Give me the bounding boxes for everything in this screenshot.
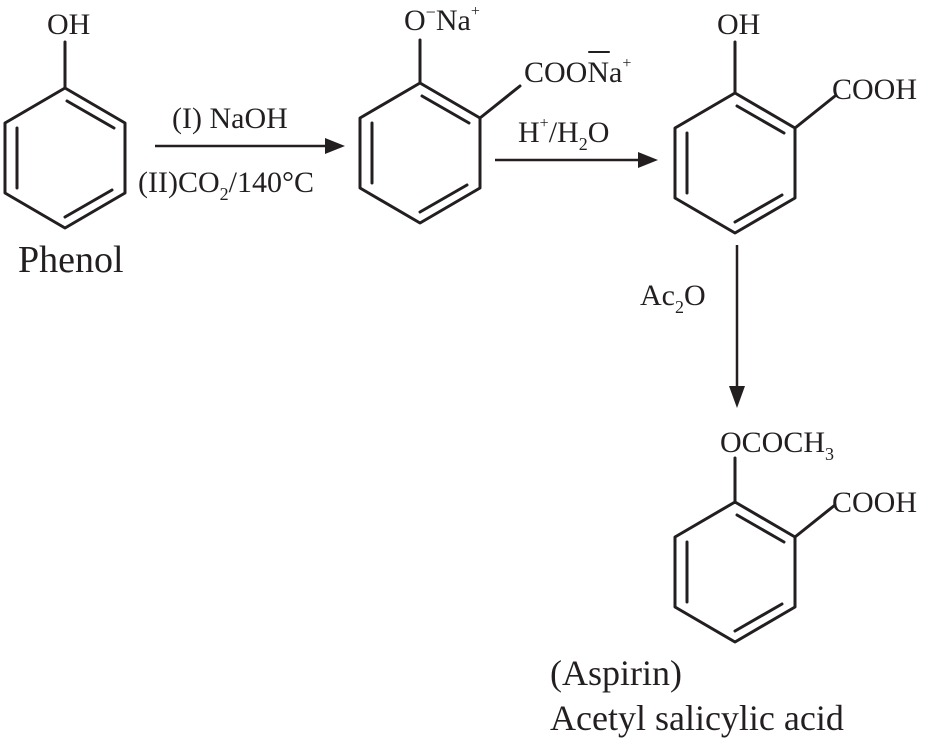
salicylic-cooh-bond xyxy=(793,94,837,130)
step1-reagent-line1: (I) NaOH xyxy=(172,102,288,135)
phenol-ring xyxy=(3,86,127,230)
phenol-structure: OH Phenol xyxy=(3,8,127,281)
step2-reagent: H+/H2O xyxy=(518,115,609,154)
aspirin-double-bond xyxy=(733,602,784,633)
step3-arrow-head xyxy=(729,386,745,408)
step2-arrow: H+/H2O xyxy=(495,115,658,168)
step1-reagent-line2: (II)CO2/140°C xyxy=(138,166,314,204)
phenol-double-bond xyxy=(65,99,116,130)
salt-carboxylate-label: COONa+ xyxy=(524,55,631,89)
aspirin-cooh-bond xyxy=(793,503,837,539)
salt-double-bond xyxy=(418,183,469,214)
salt-phenoxide-label: O−Na+ xyxy=(404,2,480,37)
step2-arrow-head xyxy=(638,152,658,168)
aspirin-structure: OCOCH3 COOH (Aspirin) Acetyl salicylic a… xyxy=(550,426,917,738)
phenol-double-bond xyxy=(63,188,114,219)
step3-reagent: Ac2O xyxy=(640,279,706,317)
aspirin-name-line1: (Aspirin) xyxy=(550,653,682,693)
aspirin-double-bond xyxy=(735,513,786,544)
aspirin-cooh-label: COOH xyxy=(832,486,917,519)
step1-arrow: (I) NaOH (II)CO2/140°C xyxy=(138,102,345,204)
sodium-salicylate-structure: O−Na+ COONa+ xyxy=(358,2,631,225)
salicylic-double-bond xyxy=(733,193,784,224)
salicylic-acid-structure: OH COOH xyxy=(673,8,917,235)
salt-ring xyxy=(358,81,482,225)
step1-arrow-head xyxy=(325,138,345,154)
salicylic-ring xyxy=(673,91,797,235)
aspirin-ring xyxy=(673,500,797,644)
phenol-oh-label: OH xyxy=(47,8,90,41)
salicylic-cooh-label: COOH xyxy=(832,73,917,106)
salicylic-double-bond xyxy=(735,104,786,135)
aspirin-ester-label: OCOCH3 xyxy=(720,426,834,464)
salt-carboxylate-bond xyxy=(478,84,522,120)
step3-arrow: Ac2O xyxy=(640,245,745,408)
salt-double-bond xyxy=(420,94,471,125)
phenol-name: Phenol xyxy=(18,239,124,281)
aspirin-name-line2: Acetyl salicylic acid xyxy=(550,698,844,738)
salicylic-oh-label: OH xyxy=(717,8,760,41)
